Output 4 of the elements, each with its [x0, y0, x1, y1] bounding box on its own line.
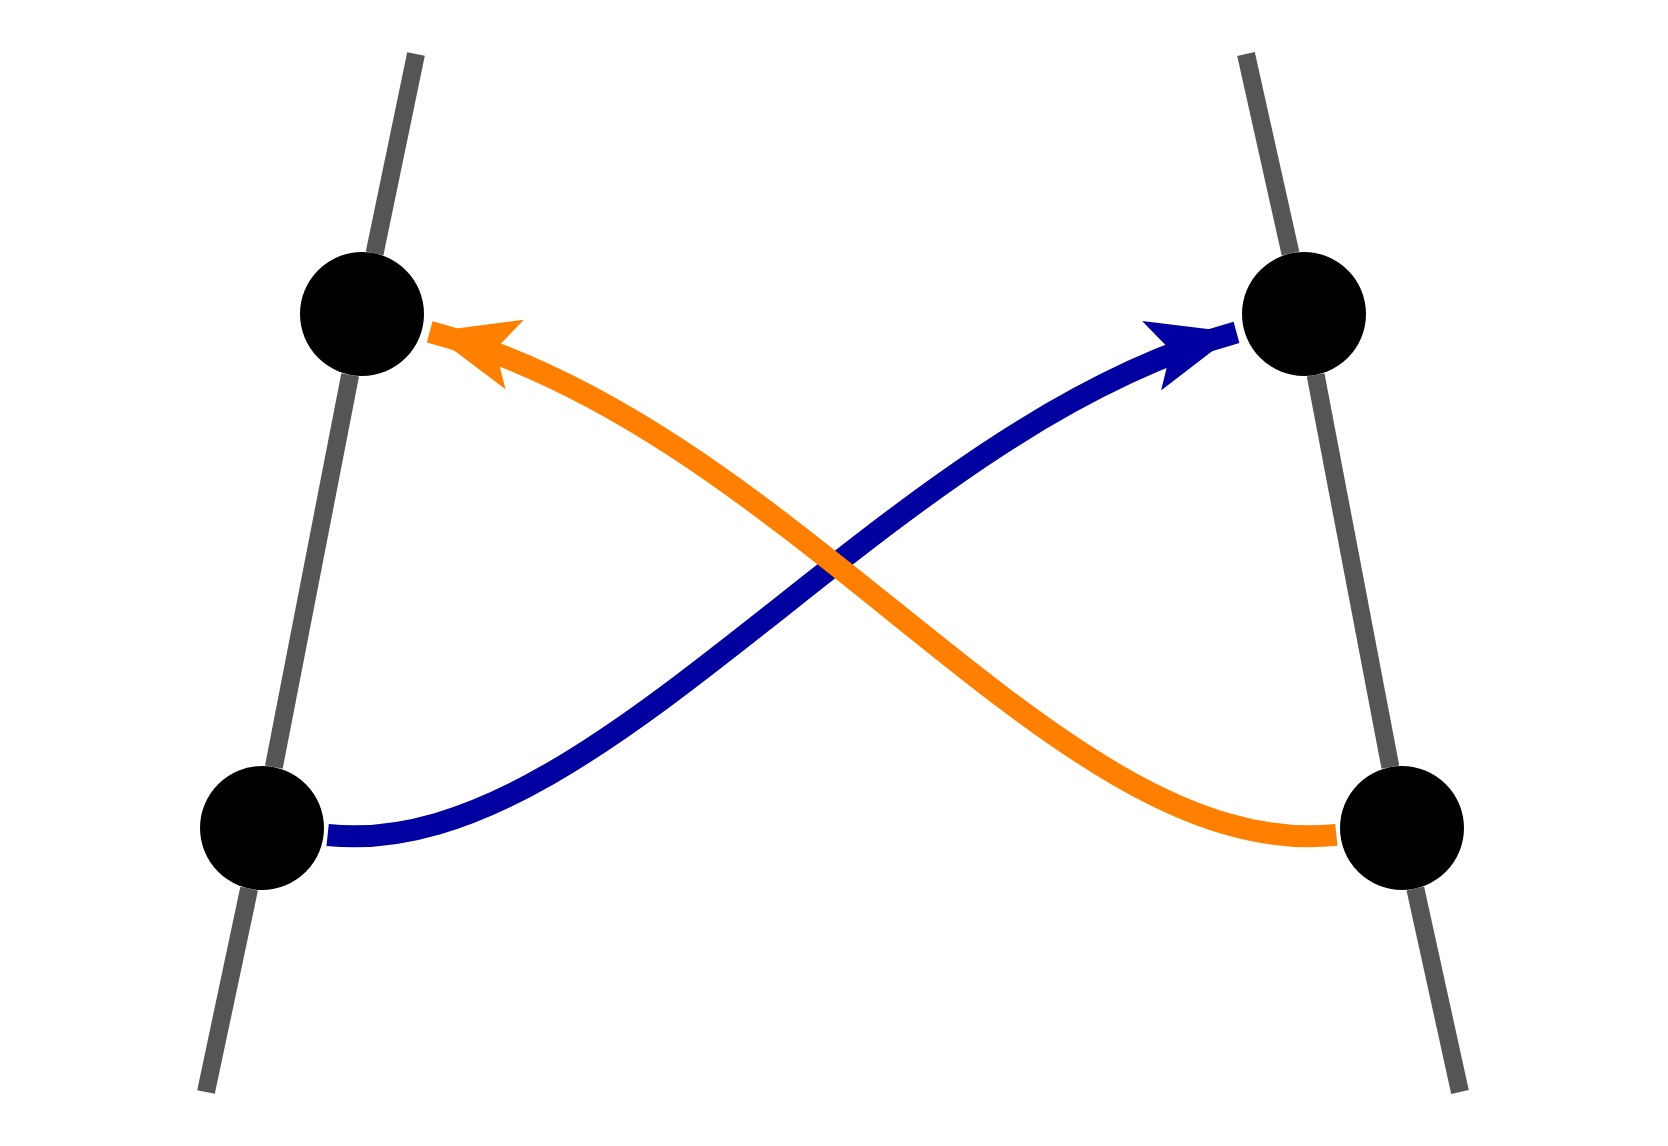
strand-line — [265, 373, 359, 769]
curved-arrow — [426, 321, 1337, 846]
curved-arrow — [327, 322, 1241, 846]
strand-line — [1306, 373, 1400, 769]
